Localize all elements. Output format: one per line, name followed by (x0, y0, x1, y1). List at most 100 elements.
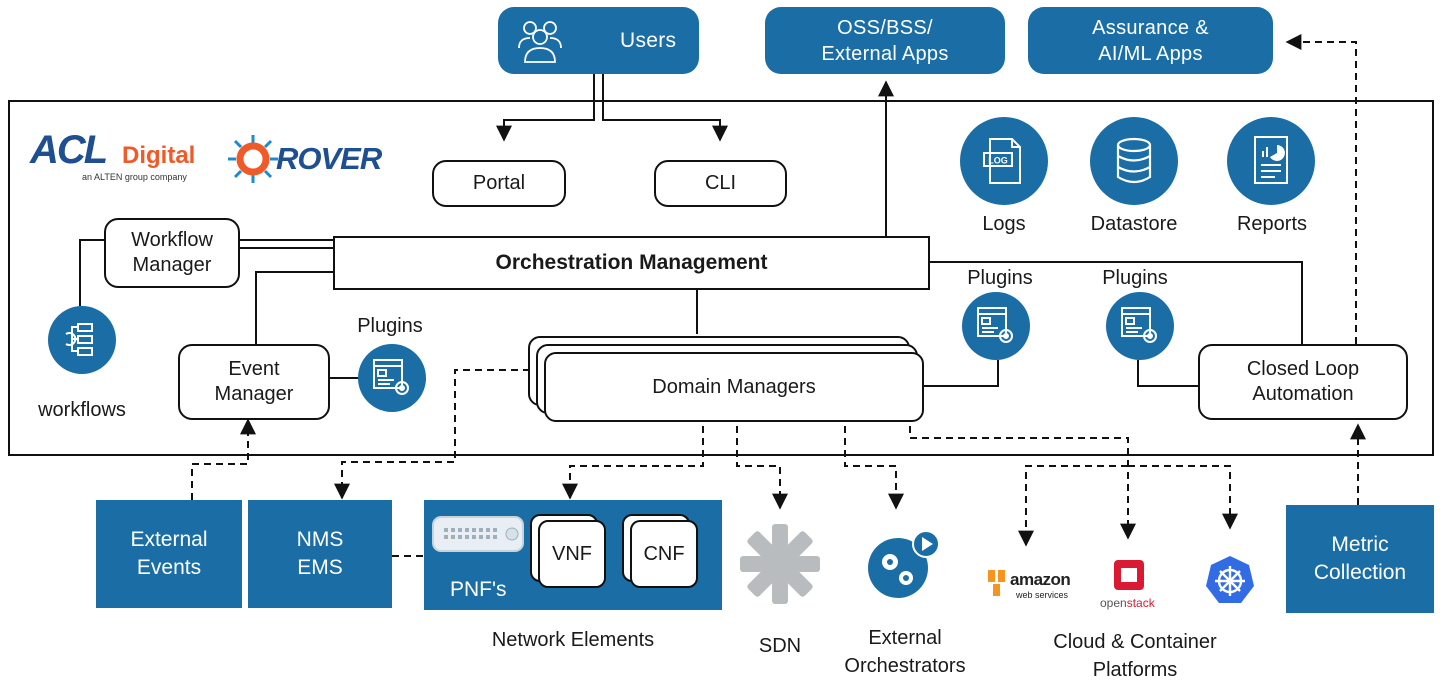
sdn-icon (736, 520, 824, 608)
pnf-label: PNF's (450, 578, 507, 601)
platform-frame (8, 100, 1434, 456)
cloud-platforms-label: Cloud & Container Platforms (1010, 628, 1260, 684)
portal-label: Portal (472, 172, 526, 194)
openstack-logo: openstack (1100, 558, 1164, 616)
metric-collection-line1: Metric (1331, 533, 1389, 556)
acl-tagline: an ALTEN group company (82, 172, 187, 182)
domain-to-nms-line (334, 369, 530, 500)
event-manager-line1: Event (228, 358, 280, 380)
cloud-to-aws-line (1018, 465, 1128, 547)
nms-ems-box: NMS EMS (248, 500, 392, 608)
domain-to-cloud-line (909, 414, 1136, 540)
orover-logo: ROVER (226, 133, 386, 185)
users-to-portal-line (496, 74, 595, 142)
users-box: Users (498, 7, 699, 74)
workflows-icon (48, 306, 116, 374)
orover-sun-icon (228, 135, 278, 183)
gears-icon (860, 522, 944, 606)
orchestration-box: Orchestration Management (333, 236, 930, 290)
event-to-orch-line (255, 271, 333, 344)
users-label: Users (620, 28, 677, 52)
cloud-platforms-line2: Platforms (1092, 659, 1178, 681)
acl-digital-logo: ACL Digital an ALTEN group company (30, 130, 215, 190)
event-manager-line2: Manager (214, 383, 294, 405)
orch-to-closedloop-line (930, 261, 1303, 344)
openstack-stack-text: stack (1126, 596, 1155, 610)
metric-collection-box: Metric Collection (1286, 505, 1434, 613)
plugins-event-label: Plugins (357, 315, 423, 337)
workflow-manager-line2: Manager (132, 254, 212, 276)
cloud-platforms-line1: Cloud & Container (1053, 631, 1217, 653)
external-orchestrators-label: External Orchestrators (840, 624, 970, 680)
network-elements-panel: PNF's VNF CNF (424, 500, 722, 610)
vnf-label: VNF (552, 542, 592, 565)
sdn-label: SDN (758, 635, 802, 657)
users-icon (516, 16, 576, 66)
kubernetes-logo (1202, 552, 1258, 608)
closedloop-to-plugins-line (1137, 360, 1198, 387)
logs-label: Logs (982, 213, 1026, 235)
vnf-box: VNF (538, 520, 606, 588)
orover-text: ROVER (276, 141, 382, 176)
workflow-manager-box: Workflow Manager (104, 218, 240, 288)
external-events-line1: External (130, 528, 208, 551)
event-manager-box: Event Manager (178, 344, 330, 420)
external-orchestrators-line1: External (868, 627, 942, 649)
oss-bss-line1: OSS/BSS/ (837, 16, 933, 39)
domain-managers-box: Domain Managers (544, 352, 924, 422)
cnf-box: CNF (630, 520, 698, 588)
portal-box: Portal (432, 160, 566, 207)
external-orchestrators-line2: Orchestrators (844, 655, 966, 677)
closedloop-to-assurance-line (1285, 34, 1357, 344)
acl-logo-text: ACL (30, 128, 108, 172)
plugins-domain-label: Plugins (967, 267, 1033, 289)
plugins-icon-domain (962, 292, 1030, 360)
reports-label: Reports (1236, 213, 1308, 235)
plugins-icon-event (358, 344, 426, 412)
orchestration-label: Orchestration Management (495, 251, 768, 274)
domain-to-plugins-line (924, 360, 999, 387)
aws-amazon-text: amazon (1010, 570, 1071, 589)
domain-managers-label: Domain Managers (652, 375, 816, 398)
oss-bss-box: OSS/BSS/ External Apps (765, 7, 1005, 74)
ext-events-to-event-line (191, 418, 256, 500)
closed-loop-line1: Closed Loop (1246, 358, 1360, 380)
metric-collection-line2: Collection (1313, 561, 1407, 584)
assurance-line1: Assurance & (1092, 16, 1209, 39)
pnf-device-icon (432, 514, 524, 554)
domain-to-ne-line (562, 414, 704, 500)
ems-label: EMS (297, 556, 343, 579)
workflow-to-workflows-line (79, 239, 104, 306)
aws-logo: amazon web services (986, 566, 1082, 608)
digital-logo-text: Digital (122, 142, 196, 169)
cli-box: CLI (654, 160, 787, 207)
cli-label: CLI (704, 172, 737, 194)
datastore-icon (1090, 117, 1178, 205)
workflows-label: workflows (38, 399, 126, 421)
assurance-line2: AI/ML Apps (1098, 42, 1203, 65)
openstack-open-text: open (1100, 596, 1127, 610)
cloud-to-k8s-line (1128, 465, 1238, 530)
domain-to-sdn-line (736, 414, 788, 510)
closed-loop-line2: Automation (1252, 383, 1354, 405)
workflow-to-orch-line (240, 239, 333, 249)
external-events-line2: Events (136, 556, 202, 579)
plugins-closed-label: Plugins (1102, 267, 1168, 289)
external-events-box: External Events (96, 500, 242, 608)
cnf-label: CNF (643, 542, 685, 565)
logs-icon: LOG (960, 117, 1048, 205)
closed-loop-box: Closed Loop Automation (1198, 344, 1408, 420)
workflow-manager-line1: Workflow (131, 229, 213, 251)
network-elements-label: Network Elements (491, 629, 655, 651)
plugins-icon-closed (1106, 292, 1174, 360)
svg-text:LOG: LOG (988, 156, 1008, 166)
domain-to-extorch-line (844, 414, 904, 510)
aws-webservices-text: web services (1016, 590, 1069, 600)
nms-label: NMS (296, 528, 344, 551)
users-to-cli-line (602, 74, 728, 142)
datastore-label: Datastore (1090, 213, 1178, 235)
oss-bss-line2: External Apps (821, 42, 949, 65)
reports-icon (1227, 117, 1315, 205)
assurance-box: Assurance & AI/ML Apps (1028, 7, 1273, 74)
